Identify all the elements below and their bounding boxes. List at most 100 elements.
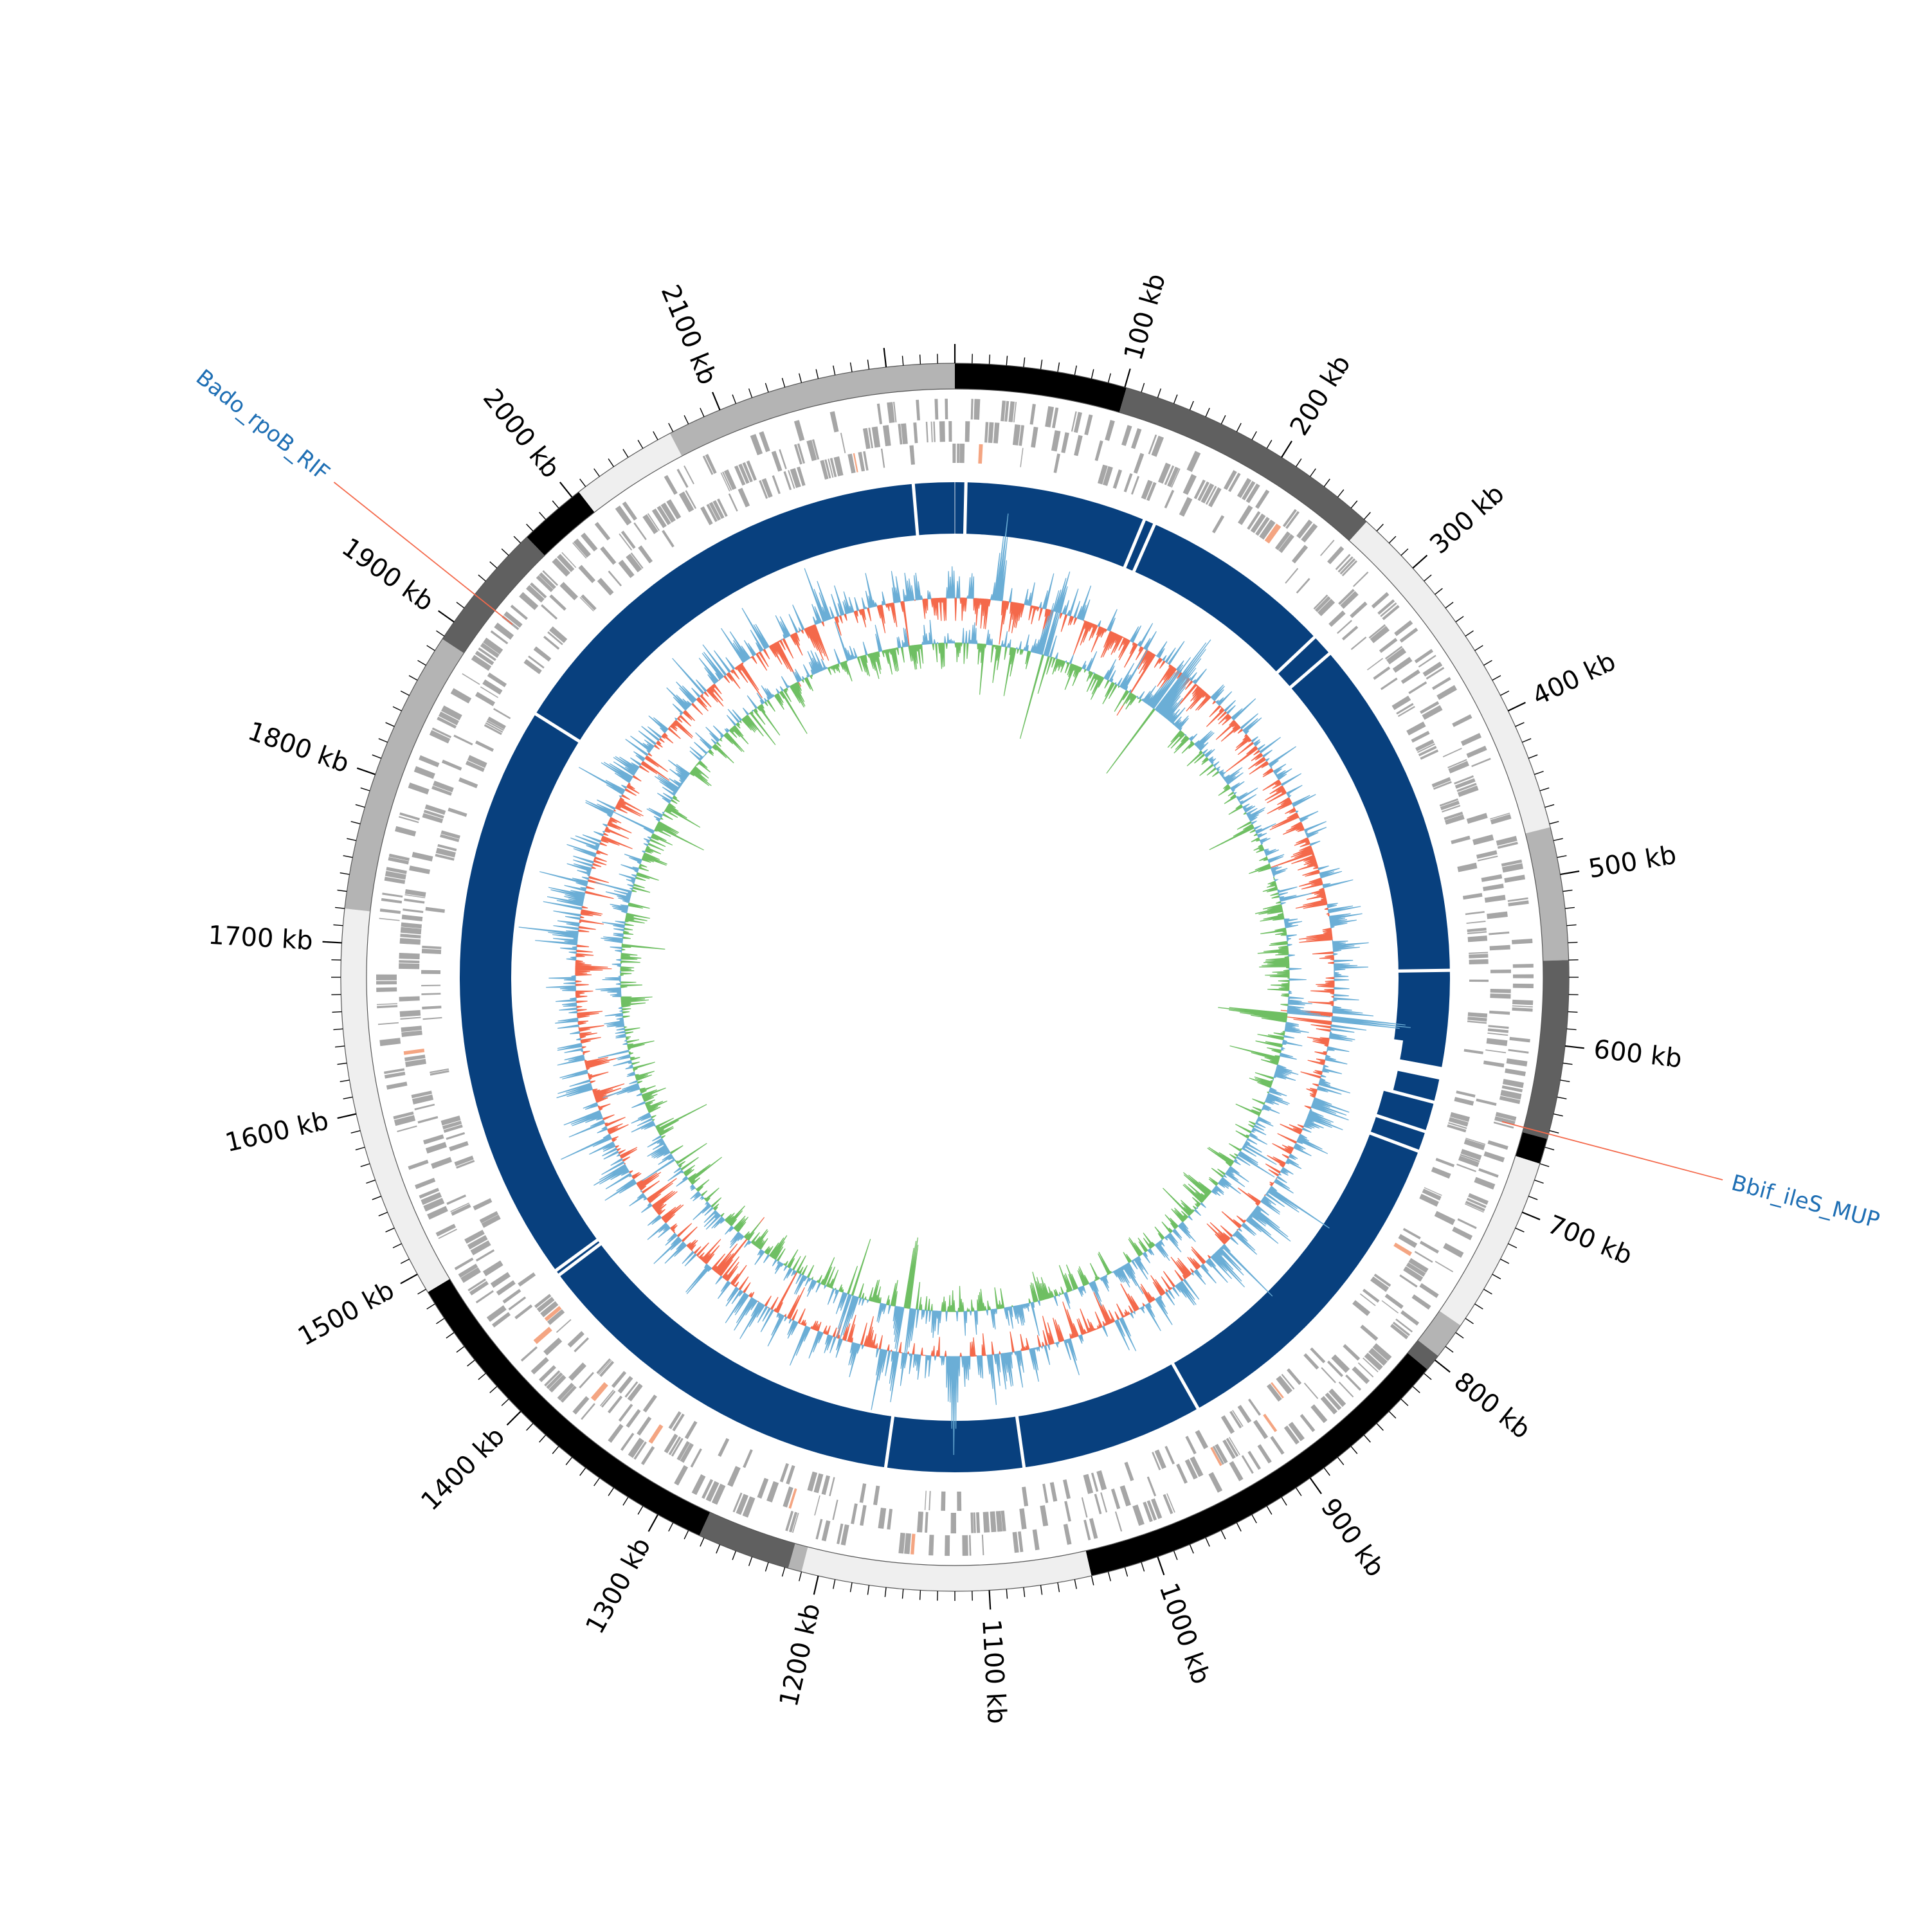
- cds-feature: [1131, 428, 1141, 449]
- cds-feature: [1248, 1398, 1261, 1416]
- major-tick: [1157, 1557, 1164, 1575]
- minor-tick: [1401, 549, 1408, 555]
- cds-feature: [815, 1519, 822, 1539]
- cds-feature: [1452, 714, 1472, 727]
- minor-tick: [684, 415, 689, 424]
- cds-feature: [1352, 1300, 1370, 1316]
- minor-tick: [1092, 1576, 1094, 1585]
- minor-tick: [1040, 360, 1042, 370]
- cds-feature: [600, 546, 616, 565]
- cds-feature: [514, 1305, 532, 1319]
- minor-tick: [1565, 907, 1575, 908]
- minor-tick: [1492, 676, 1501, 680]
- cds-feature: [1360, 1324, 1378, 1341]
- cds-feature: [1451, 836, 1470, 844]
- cds-feature: [1082, 1497, 1088, 1518]
- cds-feature: [1018, 1531, 1023, 1552]
- cds-feature: [1512, 1000, 1533, 1006]
- cds-feature: [1304, 1383, 1318, 1400]
- minor-tick: [1221, 1530, 1226, 1539]
- cds-feature: [1468, 935, 1488, 942]
- cds-feature: [1100, 1492, 1107, 1512]
- cds-feature: [483, 1261, 503, 1276]
- cds-feature: [971, 399, 974, 419]
- cds-feature: [633, 522, 647, 540]
- cds-feature: [475, 741, 494, 752]
- cds-feature: [518, 1272, 536, 1286]
- cds-feature: [408, 782, 430, 795]
- cds-feature: [1185, 1436, 1196, 1454]
- cds-feature: [400, 1017, 421, 1020]
- minor-tick: [1424, 575, 1431, 581]
- minor-tick: [1550, 822, 1559, 824]
- tick-label: 1000 kb: [1154, 1579, 1216, 1688]
- minor-tick: [1484, 660, 1492, 665]
- minor-tick: [580, 1468, 586, 1476]
- cds-feature: [399, 963, 419, 969]
- minor-tick: [401, 691, 409, 696]
- cds-feature: [568, 1362, 586, 1381]
- minor-tick: [1006, 1589, 1007, 1599]
- minor-tick: [372, 1196, 381, 1200]
- cds-feature: [948, 421, 952, 442]
- cds-feature: [595, 522, 610, 541]
- cds-feature: [916, 400, 920, 420]
- cds-feature: [1124, 1462, 1134, 1481]
- minor-tick: [436, 1319, 444, 1324]
- minor-tick: [1351, 501, 1357, 508]
- cds-feature: [1353, 572, 1368, 587]
- cds-feature: [1121, 425, 1132, 446]
- tick-label: 2100 kb: [655, 281, 723, 389]
- cds-feature: [378, 1022, 399, 1025]
- cds-feature: [1013, 1532, 1019, 1553]
- cds-feature: [1343, 1344, 1360, 1361]
- cds-feature: [1485, 1049, 1506, 1053]
- cds-feature: [409, 865, 430, 874]
- minor-tick: [338, 890, 347, 891]
- cds-feature: [873, 1486, 880, 1506]
- minor-tick: [1424, 1373, 1431, 1380]
- cds-feature: [878, 1508, 886, 1529]
- minor-tick: [816, 369, 818, 379]
- cds-feature: [1400, 1310, 1419, 1326]
- minor-tick: [1221, 415, 1226, 424]
- cds-feature: [729, 493, 738, 511]
- cds-feature: [926, 422, 928, 442]
- cds-feature: [1258, 1444, 1272, 1463]
- minor-tick: [502, 549, 509, 555]
- cds-feature: [1385, 1294, 1404, 1309]
- tick-label: 400 kb: [1528, 647, 1620, 712]
- cds-feature: [993, 422, 999, 443]
- cds-feature: [685, 1421, 698, 1440]
- cds-feature: [1064, 1501, 1071, 1522]
- cds-feature: [1469, 959, 1489, 964]
- cds-feature: [1408, 682, 1427, 694]
- minor-tick: [1364, 1435, 1370, 1442]
- cds-feature: [426, 1142, 447, 1153]
- cds-feature: [1285, 568, 1298, 583]
- cds-feature: [840, 433, 846, 453]
- cds-feature: [1483, 1151, 1505, 1162]
- cds-feature: [412, 852, 433, 862]
- cds-feature: [638, 545, 653, 563]
- cds-feature: [983, 1512, 990, 1532]
- tick-label: 1500 kb: [293, 1276, 399, 1352]
- minor-tick: [427, 646, 435, 651]
- minor-tick: [732, 395, 736, 404]
- cds-feature: [881, 449, 885, 468]
- minor-tick: [409, 676, 417, 680]
- minor-tick: [1401, 1399, 1408, 1405]
- cds-feature: [422, 1017, 442, 1020]
- minor-tick: [401, 1259, 409, 1263]
- major-tick: [507, 1411, 520, 1425]
- cds-feature: [377, 1005, 397, 1008]
- minor-tick: [1456, 1333, 1463, 1339]
- cds-feature: [1113, 469, 1122, 489]
- cds-feature: [1401, 669, 1420, 684]
- cds-feature: [952, 444, 955, 463]
- cds-feature: [1042, 1484, 1048, 1503]
- cds-feature: [1132, 1504, 1145, 1526]
- gc-content-below: [575, 598, 1334, 1357]
- minor-tick: [478, 1373, 485, 1380]
